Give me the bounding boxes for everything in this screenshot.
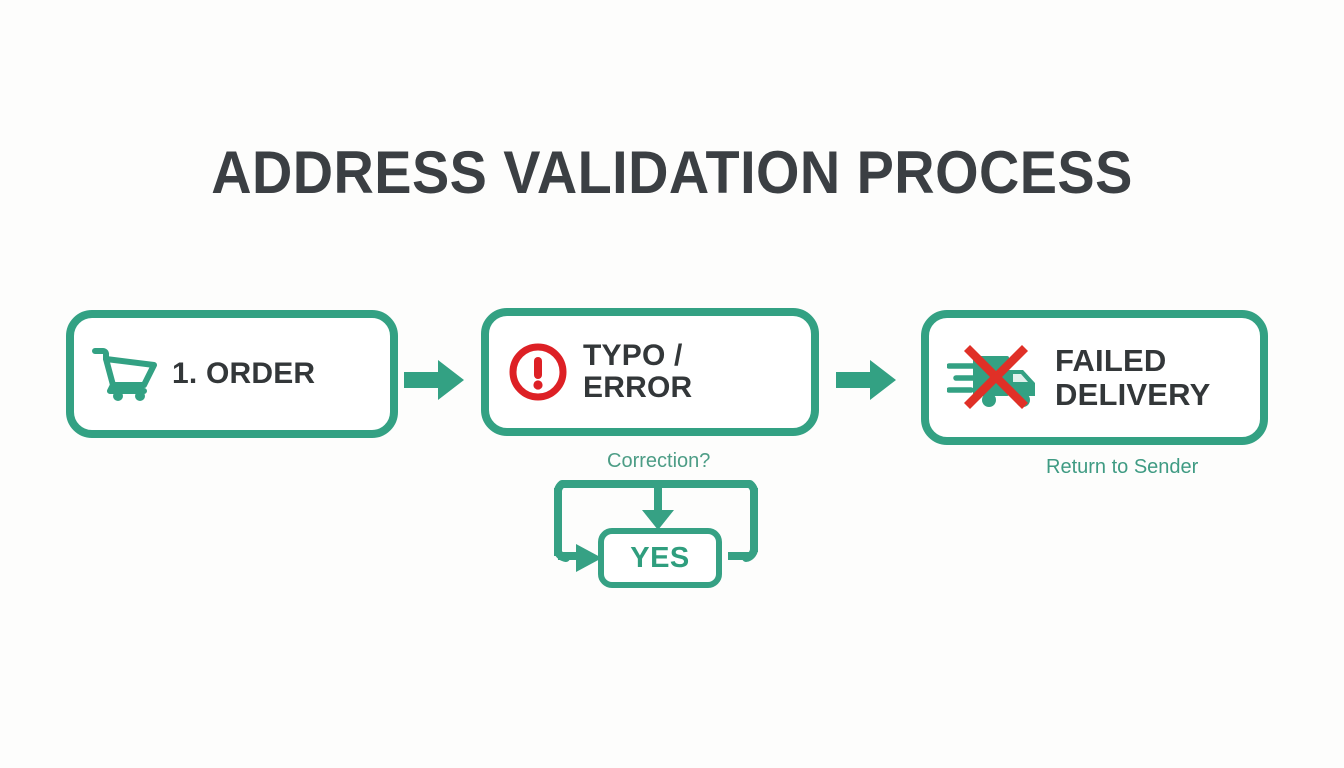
right-arrow-icon <box>404 360 464 400</box>
node-failed-delivery-label: FAILED DELIVERY <box>1055 344 1210 411</box>
node-order[interactable]: 1. ORDER <box>66 310 398 438</box>
node-order-label: 1. ORDER <box>172 356 316 390</box>
failed-truck-icon <box>946 340 1043 416</box>
right-arrow-icon <box>836 360 896 400</box>
correction-caption: Correction? <box>607 450 711 472</box>
connector-order-to-typo <box>404 356 466 404</box>
return-to-sender-annotation: Return to Sender <box>1046 456 1199 478</box>
node-failed-delivery-label-line2: DELIVERY <box>1055 376 1211 412</box>
correction-loop-path <box>536 470 786 590</box>
yes-decision-label: YES <box>630 541 690 574</box>
node-typo-error-label: TYPO / ERROR <box>583 338 693 404</box>
page-title: ADDRESS VALIDATION PROCESS <box>211 139 1133 206</box>
node-failed-delivery-label-line1: FAILED <box>1055 343 1167 379</box>
shopping-cart-icon <box>92 345 158 403</box>
yes-decision-box[interactable]: YES <box>598 528 722 588</box>
node-failed-delivery[interactable]: FAILED DELIVERY <box>921 310 1268 445</box>
connector-typo-to-failed <box>836 356 898 404</box>
error-circle-icon <box>507 341 569 403</box>
node-typo-error[interactable]: TYPO / ERROR <box>481 308 819 436</box>
